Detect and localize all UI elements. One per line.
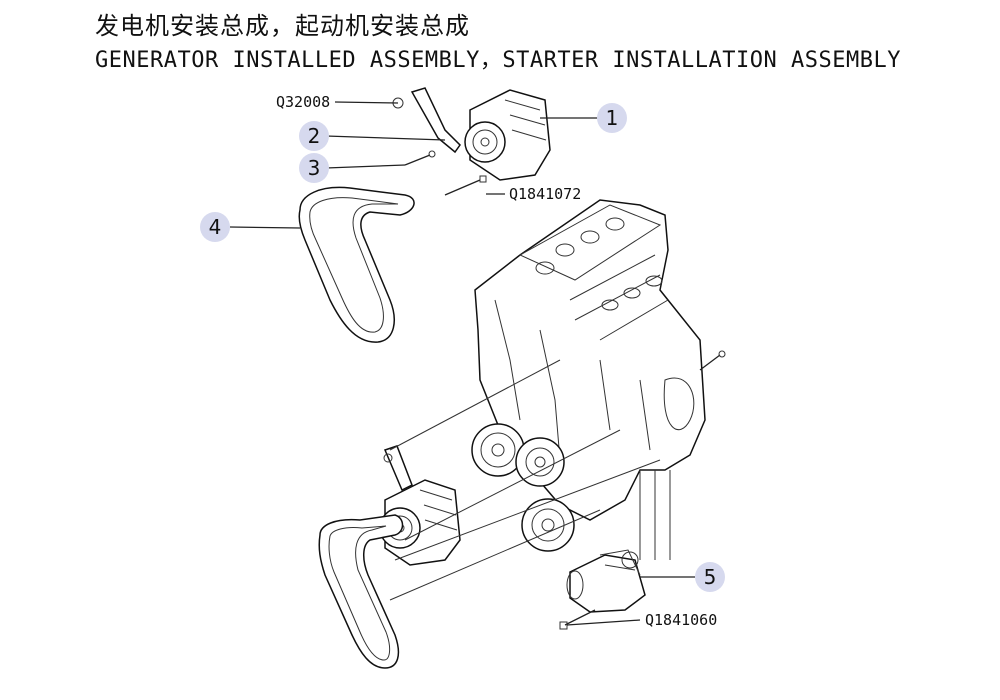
label-q32008: Q32008 [276,93,330,111]
bolt-q1841060 [564,609,596,626]
callout-3-number: 3 [308,156,321,180]
bolt-q1841072 [444,179,481,196]
callout-1-number: 1 [606,106,619,130]
callout-3: 3 [299,153,329,183]
callout-5-number: 5 [704,565,717,589]
callout-2: 2 [299,121,329,151]
title-english: GENERATOR INSTALLED ASSEMBLY，STARTER INS… [95,48,901,73]
bolt-part3 [404,154,431,166]
starter-motor [566,549,646,613]
callout-4: 4 [200,212,230,242]
title-chinese: 发电机安装总成，起动机安装总成 [95,12,470,40]
alternator-exploded [464,89,551,181]
callout-1: 1 [597,103,627,133]
belt-top [298,186,415,343]
callout-4-number: 4 [209,215,222,239]
belt-bottom [318,514,404,669]
assembly-lines [389,359,671,601]
label-q1841072: Q1841072 [509,185,581,203]
bracket-top [410,87,461,154]
callout-5: 5 [695,562,725,592]
callout-2-number: 2 [308,124,321,148]
leader-lines [229,101,695,626]
alternator-installed [379,445,461,566]
label-q1841060: Q1841060 [645,611,717,629]
